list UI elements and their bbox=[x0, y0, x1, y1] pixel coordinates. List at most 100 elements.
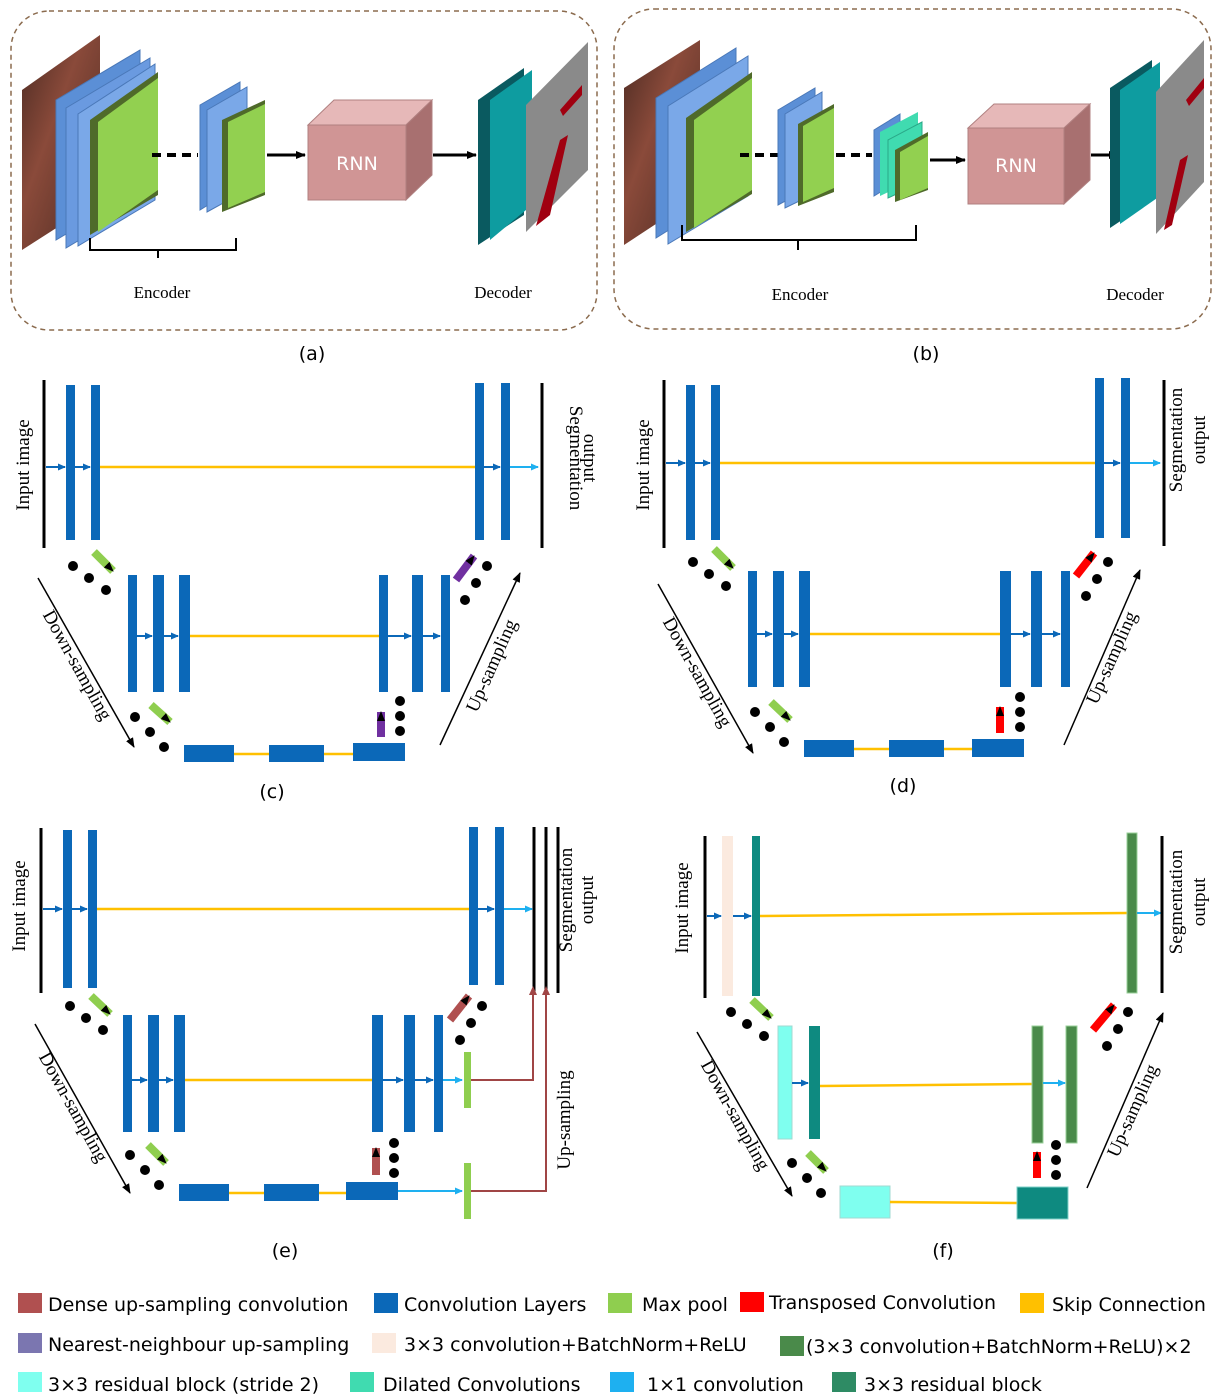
maxpool-arrow bbox=[768, 699, 793, 723]
legend-label: Dilated Convolutions bbox=[383, 1374, 581, 1396]
up-sampling-label: Up-sampling bbox=[462, 616, 522, 716]
ellipsis-dot bbox=[140, 1165, 150, 1175]
panel-f: Input image Segmentation output Down-sam… bbox=[672, 832, 1210, 1262]
conv-layer bbox=[773, 571, 784, 687]
conv-layer bbox=[1031, 571, 1042, 687]
encoder-label: Encoder bbox=[772, 285, 829, 304]
skip-connection bbox=[889, 1200, 1018, 1205]
conv-layer bbox=[1000, 571, 1011, 687]
panel-f-label: (f) bbox=[932, 1240, 954, 1262]
conv-layer bbox=[404, 1015, 415, 1132]
panel-e: Input image Segmentation output Down-sam… bbox=[9, 827, 598, 1262]
ellipsis-dot bbox=[389, 1138, 399, 1148]
up-sampling-label: Up-sampling bbox=[554, 1070, 575, 1170]
legend-item: 1×1 convolution bbox=[610, 1372, 804, 1396]
ellipsis-dot bbox=[81, 1013, 91, 1023]
down-sampling-label: Down-sampling bbox=[34, 1049, 112, 1167]
legend-label: Max pool bbox=[642, 1294, 728, 1316]
segmentation-mask bbox=[1156, 40, 1204, 234]
encoder-pool-layer bbox=[228, 104, 265, 208]
down-sampling-label: Down-sampling bbox=[658, 614, 736, 732]
ellipsis-dot bbox=[395, 696, 405, 706]
segmentation-label: Segmentation bbox=[1166, 849, 1187, 954]
ellipsis-dot bbox=[726, 1007, 736, 1017]
panel-a-frame bbox=[10, 10, 598, 331]
panel-a: RNN Encoder Decoder (a) bbox=[10, 10, 598, 365]
decoder-label: Decoder bbox=[474, 283, 532, 302]
bottleneck-conv bbox=[346, 1182, 398, 1200]
ellipsis-dot bbox=[466, 1018, 476, 1028]
legend-swatch bbox=[18, 1372, 42, 1392]
rnn-label: RNN bbox=[336, 153, 378, 175]
panel-c-label: (c) bbox=[259, 781, 284, 803]
dense-upsampling-connection bbox=[471, 986, 550, 1192]
dense-upsampling-arrow bbox=[446, 993, 473, 1023]
legend-swatch bbox=[18, 1333, 42, 1353]
bottleneck-conv bbox=[353, 743, 405, 761]
legend-swatch bbox=[372, 1333, 396, 1353]
ellipsis-dot bbox=[1123, 1007, 1133, 1017]
maxpool-arrow bbox=[805, 1150, 829, 1174]
residual-block bbox=[1016, 1186, 1069, 1220]
up-sampling-arrow bbox=[1086, 1012, 1164, 1189]
ellipsis-dot bbox=[1113, 1024, 1123, 1034]
skip-connection bbox=[819, 1082, 1033, 1088]
conv-layer bbox=[686, 385, 695, 540]
down-sampling-arrow bbox=[696, 1031, 793, 1197]
rnn-cube-front bbox=[967, 127, 1065, 205]
dense-upsampling-connection bbox=[471, 986, 537, 1081]
rnn-cube-front bbox=[307, 124, 407, 201]
bottleneck-conv bbox=[184, 745, 234, 762]
conv-layer bbox=[128, 575, 137, 692]
conv-layer bbox=[501, 383, 510, 540]
legend-item: Dilated Convolutions bbox=[350, 1372, 581, 1396]
maxpool-arrow bbox=[145, 1142, 169, 1166]
ellipsis-dot bbox=[477, 1001, 487, 1011]
conv-layer bbox=[1061, 571, 1070, 687]
encoder-brace bbox=[89, 238, 237, 258]
legend-label: 3×3 residual block (stride 2) bbox=[48, 1374, 319, 1396]
legend-label: Convolution Layers bbox=[404, 1294, 586, 1316]
ellipsis-dot bbox=[721, 581, 731, 591]
legend-item: Max pool bbox=[608, 1293, 728, 1316]
ellipsis-dot bbox=[1081, 591, 1091, 601]
input-image-label: Input image bbox=[13, 419, 34, 510]
residual-layer bbox=[752, 836, 760, 996]
legend-swatch bbox=[780, 1336, 804, 1356]
panel-c: Input image Segmentation output Down-sam… bbox=[13, 380, 600, 803]
down-sampling-label: Down-sampling bbox=[38, 607, 116, 725]
rnn-label: RNN bbox=[995, 155, 1037, 177]
encoder-label: Encoder bbox=[134, 283, 191, 302]
panel-e-label: (e) bbox=[272, 1240, 299, 1262]
segmentation-instrument bbox=[1186, 78, 1204, 106]
decoder-layer bbox=[490, 70, 532, 240]
conv-layer bbox=[179, 575, 190, 692]
skip-connection bbox=[759, 911, 1128, 918]
ellipsis-dot bbox=[1092, 574, 1102, 584]
maxpool-arrow bbox=[88, 993, 113, 1017]
up-sampling-arrow bbox=[439, 572, 521, 746]
segmentation-instrument bbox=[560, 85, 582, 116]
output-label: output bbox=[1189, 415, 1210, 464]
up-sampling-label: Up-sampling bbox=[1082, 608, 1142, 708]
cbr-layer bbox=[722, 836, 733, 996]
output-label: output bbox=[1189, 877, 1210, 926]
down-sampling-label: Down-sampling bbox=[696, 1057, 774, 1175]
panel-b-label: (b) bbox=[913, 343, 940, 365]
legend-swatch bbox=[350, 1372, 374, 1392]
legend-item: Dense up-sampling convolution bbox=[18, 1293, 348, 1316]
bottleneck-conv bbox=[179, 1184, 229, 1201]
ellipsis-dot bbox=[98, 1025, 108, 1035]
output-label: output bbox=[577, 875, 598, 924]
cbr2-layer bbox=[1126, 832, 1138, 994]
maxpool-arrow bbox=[711, 546, 736, 571]
conv-layer bbox=[799, 571, 810, 687]
down-sampling-arrow bbox=[34, 1023, 131, 1194]
conv-layer bbox=[379, 575, 388, 692]
conv-layer bbox=[91, 385, 100, 540]
ellipsis-dot bbox=[1051, 1140, 1061, 1150]
legend-swatch bbox=[374, 1293, 398, 1313]
legend-item: Convolution Layers bbox=[374, 1293, 586, 1316]
legend-swatch bbox=[1020, 1293, 1044, 1313]
